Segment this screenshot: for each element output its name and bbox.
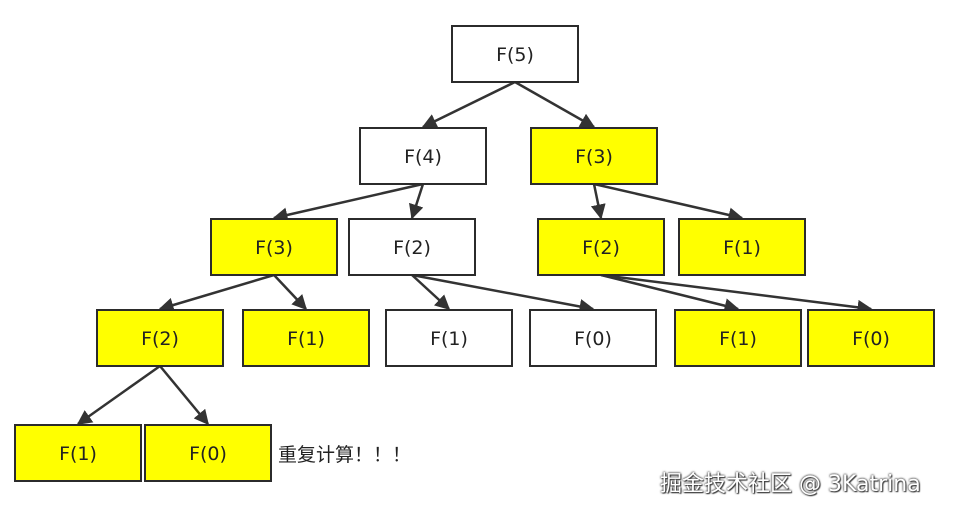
edge-n6-n13 xyxy=(600,273,873,315)
edges-layer xyxy=(76,80,873,426)
edge-n3-n6 xyxy=(590,183,606,220)
edge-n8-n14 xyxy=(76,364,161,426)
tree-node-n9: F(1) xyxy=(242,309,370,367)
node-label: F(0) xyxy=(574,328,612,350)
node-label: F(3) xyxy=(575,146,613,168)
tree-node-n11: F(0) xyxy=(529,309,657,367)
node-label: F(4) xyxy=(404,146,442,168)
node-box xyxy=(348,218,476,276)
node-box xyxy=(14,424,142,482)
edge-n3-n7 xyxy=(593,182,744,223)
node-box xyxy=(537,218,665,276)
node-box xyxy=(210,218,338,276)
node-box xyxy=(807,309,935,367)
node-label: F(1) xyxy=(287,328,325,350)
edge-n2-n4 xyxy=(272,182,424,223)
tree-node-n8: F(2) xyxy=(96,309,224,367)
nodes-layer: F(5) F(4) F(3) F(3) F(2) F(2) F(1) F(2) F(1) F(1)… xyxy=(14,25,935,482)
node-box xyxy=(96,309,224,367)
tree-node-n1: F(5) xyxy=(451,25,579,83)
node-box xyxy=(451,25,579,83)
tree-node-n5: F(2) xyxy=(348,218,476,276)
node-label: F(1) xyxy=(723,237,761,259)
edge-n5-n11 xyxy=(411,273,595,314)
node-box xyxy=(674,309,802,367)
edge-n1-n3 xyxy=(514,80,596,129)
tree-node-n7: F(1) xyxy=(678,218,806,276)
node-box xyxy=(242,309,370,367)
repeated-computation-note: 重复计算！！！ xyxy=(278,444,412,466)
edge-n5-n10 xyxy=(411,274,451,311)
node-label: F(3) xyxy=(255,237,293,259)
tree-node-n4: F(3) xyxy=(210,218,338,276)
node-label: F(1) xyxy=(59,443,97,465)
node-label: F(2) xyxy=(393,237,431,259)
node-box xyxy=(144,424,272,482)
tree-node-n14: F(1) xyxy=(14,424,142,482)
node-label: F(5) xyxy=(496,44,534,66)
node-label: F(1) xyxy=(430,328,468,350)
edge-n1-n2 xyxy=(421,80,516,129)
tree-node-n10: F(1) xyxy=(385,309,513,367)
node-box xyxy=(529,309,657,367)
tree-node-n15: F(0) xyxy=(144,424,272,482)
node-box xyxy=(678,218,806,276)
edge-n6-n12 xyxy=(600,273,740,314)
tree-node-n3: F(3) xyxy=(530,127,658,185)
node-box xyxy=(530,127,658,185)
node-label: F(2) xyxy=(582,237,620,259)
edge-n4-n8 xyxy=(158,273,275,313)
node-box xyxy=(385,309,513,367)
tree-node-n2: F(4) xyxy=(359,127,487,185)
edge-n2-n5 xyxy=(409,183,425,220)
tree-node-n13: F(0) xyxy=(807,309,935,367)
watermark: 掘金技术社区 @ 3Katrina xyxy=(660,472,921,497)
tree-node-n6: F(2) xyxy=(537,218,665,276)
node-label: F(2) xyxy=(141,328,179,350)
node-label: F(0) xyxy=(189,443,227,465)
edge-n8-n15 xyxy=(159,365,209,426)
node-label: F(1) xyxy=(719,328,757,350)
edge-n4-n9 xyxy=(273,274,308,311)
tree-node-n12: F(1) xyxy=(674,309,802,367)
node-label: F(0) xyxy=(852,328,890,350)
node-box xyxy=(359,127,487,185)
